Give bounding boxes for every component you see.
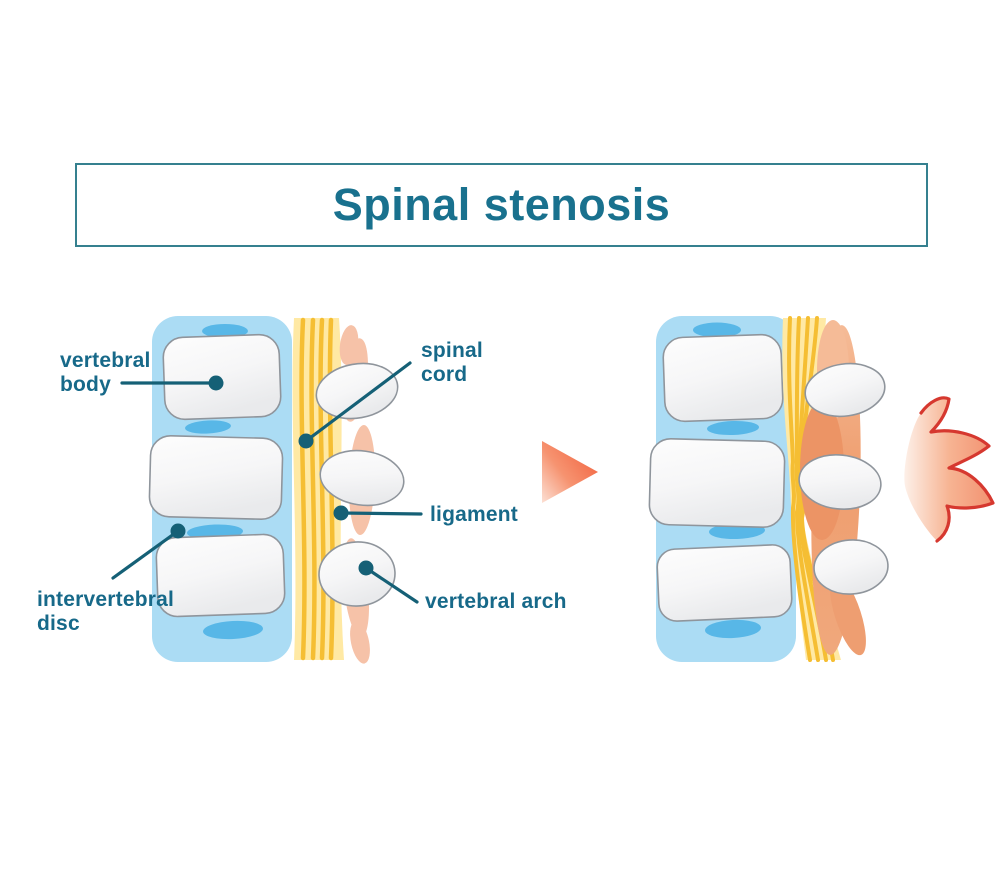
page-title: Spinal stenosis (332, 179, 671, 230)
label-vertebral-arch: vertebral arch (425, 590, 567, 614)
label-line: ligament (430, 503, 518, 526)
leader-ligament (339, 511, 423, 516)
leader-vertebral-arch (364, 566, 419, 604)
dot-intervertebral-disc (170, 523, 186, 539)
label-line: intervertebral (37, 588, 175, 611)
dot-spinal-cord (298, 433, 314, 449)
label-line: vertebral (60, 349, 151, 372)
stenotic-spine-figure (648, 316, 995, 662)
dot-vertebral-body (208, 375, 224, 391)
vertebral-arch-shape (804, 362, 886, 418)
leader-intervertebral-disc (111, 529, 180, 580)
normal-spine-figure (148, 316, 405, 664)
vertebral-arch-shape (813, 539, 889, 595)
transition-arrow-icon (542, 441, 598, 503)
dot-vertebral-arch (358, 560, 374, 576)
pain-burst-icon (904, 396, 995, 543)
disc-shape (203, 620, 263, 640)
vertebral-body-shape (656, 544, 793, 622)
label-vertebral-body: vertebral body (60, 349, 151, 397)
label-ligament: ligament (430, 503, 518, 527)
title-box: Spinal stenosis (75, 163, 928, 247)
leader-lines (111, 361, 423, 604)
dot-ligament (333, 505, 349, 521)
vertebral-arch-shape (319, 449, 405, 507)
label-spinal-cord: spinal cord (421, 339, 483, 387)
label-line: cord (421, 362, 468, 386)
label-intervertebral-disc: intervertebral disc (37, 588, 174, 636)
vertebral-body-shape (162, 333, 282, 421)
leader-spinal-cord (304, 361, 412, 443)
label-line: body (60, 372, 111, 396)
disc-shape (705, 619, 761, 639)
vertebral-body-shape (648, 437, 786, 529)
disc-shape (693, 322, 741, 338)
label-line: spinal (421, 339, 483, 362)
leader-dots (170, 375, 374, 576)
vertebral-body-shape (148, 435, 284, 520)
label-line: vertebral arch (425, 590, 567, 613)
vertebral-body-shape (155, 533, 286, 618)
vertebral-arch-shape (318, 541, 396, 607)
disc-shape (185, 420, 231, 434)
disc-shape (707, 420, 759, 436)
vertebral-arch-shape (315, 362, 399, 420)
vertebral-arch-shape (798, 454, 882, 510)
disc-shape (202, 324, 248, 338)
label-line: disc (37, 611, 80, 635)
vertebral-body-shape (662, 333, 784, 423)
